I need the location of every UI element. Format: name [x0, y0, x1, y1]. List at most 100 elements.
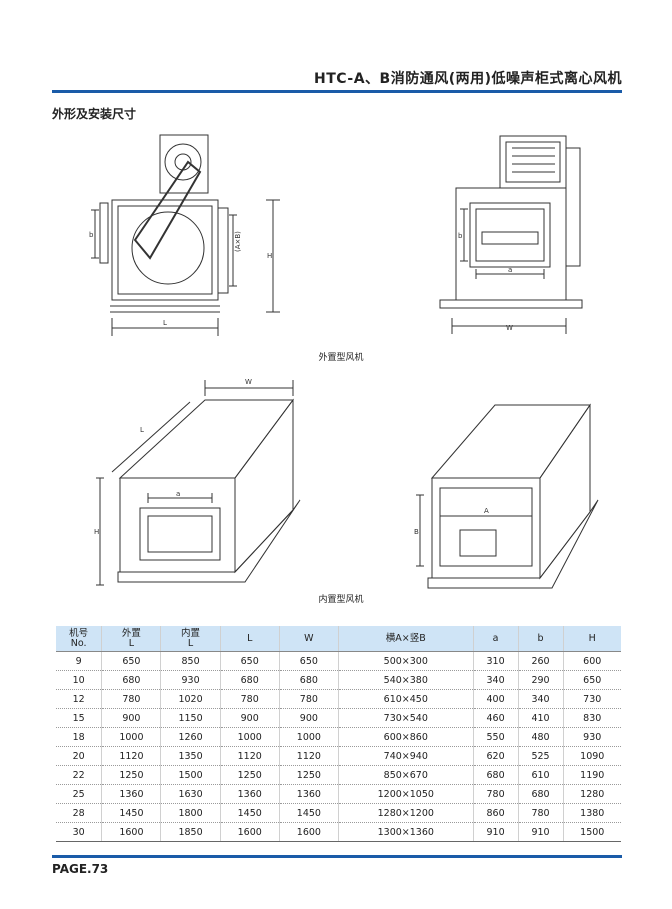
table-cell: 650 [562, 670, 621, 690]
table-cell: 400 [472, 689, 519, 709]
table-cell: 650 [219, 651, 280, 671]
table-cell: 850×670 [337, 765, 474, 785]
page-number: PAGE.73 [52, 862, 109, 876]
dim-label-h: H [267, 252, 272, 260]
table-cell: 1350 [160, 746, 221, 766]
table-cell: 1300×1360 [337, 822, 474, 842]
table-cell: 9 [56, 651, 102, 671]
table-cell: 550 [472, 727, 519, 747]
caption-internal: 内置型风机 [318, 595, 364, 605]
table-cell: 780 [101, 689, 161, 709]
table-cell: 680 [517, 784, 563, 804]
dim-label-a-int: a [176, 490, 180, 498]
table-cell: 1200×1050 [337, 784, 474, 804]
dim-label-w-ext: W [506, 324, 513, 332]
table-cell: 340 [472, 670, 519, 690]
table-header-text: H [588, 632, 596, 644]
table-cell: 1250 [219, 765, 280, 785]
table-cell: 1600 [278, 822, 339, 842]
table-cell: 30 [56, 822, 102, 842]
table-cell: 780 [472, 784, 519, 804]
table-cell: 600 [562, 651, 621, 671]
table-header-text: b [537, 632, 544, 644]
table-cell: 1250 [101, 765, 161, 785]
table-cell: 780 [219, 689, 280, 709]
table-header-text: L [128, 637, 135, 649]
dim-label-axb: (A×B) [234, 231, 242, 252]
table-cell: 730×540 [337, 708, 474, 728]
table-cell: 1000 [101, 727, 161, 747]
external-side-view [439, 135, 583, 334]
table-cell: 1360 [278, 784, 339, 804]
footer-rule [52, 855, 622, 858]
table-cell: 650 [278, 651, 339, 671]
table-cell: 860 [472, 803, 519, 823]
table-cell: 900 [278, 708, 339, 728]
table-cell: 910 [472, 822, 519, 842]
table-cell: 500×300 [337, 651, 474, 671]
table-cell: 1260 [160, 727, 221, 747]
external-front-view [91, 134, 280, 336]
table-header-cell: W [278, 626, 339, 652]
table-cell: 850 [160, 651, 221, 671]
table-cell: 260 [517, 651, 563, 671]
table-cell: 1600 [101, 822, 161, 842]
dim-label-b: b [89, 231, 94, 239]
table-cell: 20 [56, 746, 102, 766]
table-cell: 900 [101, 708, 161, 728]
page-header-title: HTC-A、B消防通风(两用)低噪声柜式离心风机 [314, 71, 622, 87]
table-header-cell: L [219, 626, 280, 652]
table-cell: 1280×1200 [337, 803, 474, 823]
table-cell: 15 [56, 708, 102, 728]
table-cell: 310 [472, 651, 519, 671]
table-header-text: a [492, 632, 499, 644]
table-header-text: 外置 [121, 627, 141, 639]
table-cell: 1600 [219, 822, 280, 842]
caption-external: 外置型风机 [318, 353, 364, 363]
table-cell: 780 [278, 689, 339, 709]
table-cell: 540×380 [337, 670, 474, 690]
table-cell: 525 [517, 746, 563, 766]
table-cell: 1500 [562, 822, 621, 842]
table-cell: 1190 [562, 765, 621, 785]
technical-drawings: b (A×B) H L b a W H a W L A B [89, 134, 599, 589]
dim-label-h-int: H [94, 528, 99, 536]
table-header-text: L [247, 632, 253, 644]
table-cell: 1450 [219, 803, 280, 823]
table-cell: 1850 [160, 822, 221, 842]
dim-label-big-a: A [484, 507, 489, 515]
table-cell: 28 [56, 803, 102, 823]
table-header-text: W [304, 632, 314, 644]
table-cell: 620 [472, 746, 519, 766]
table-cell: 680 [101, 670, 161, 690]
table-cell: 1360 [219, 784, 280, 804]
table-cell: 10 [56, 670, 102, 690]
table-header-text: 机号 [69, 627, 89, 639]
table-cell: 1120 [219, 746, 280, 766]
table-cell: 1090 [562, 746, 621, 766]
dim-label-big-b: B [414, 528, 419, 536]
table-header-cell: H [562, 626, 621, 652]
table-cell: 480 [517, 727, 563, 747]
table-cell: 410 [517, 708, 563, 728]
table-cell: 1000 [219, 727, 280, 747]
table-cell: 1120 [278, 746, 339, 766]
table-cell: 930 [562, 727, 621, 747]
table-cell: 290 [517, 670, 563, 690]
dim-label-w-int: W [245, 378, 252, 386]
table-header-cell: a [472, 626, 519, 652]
